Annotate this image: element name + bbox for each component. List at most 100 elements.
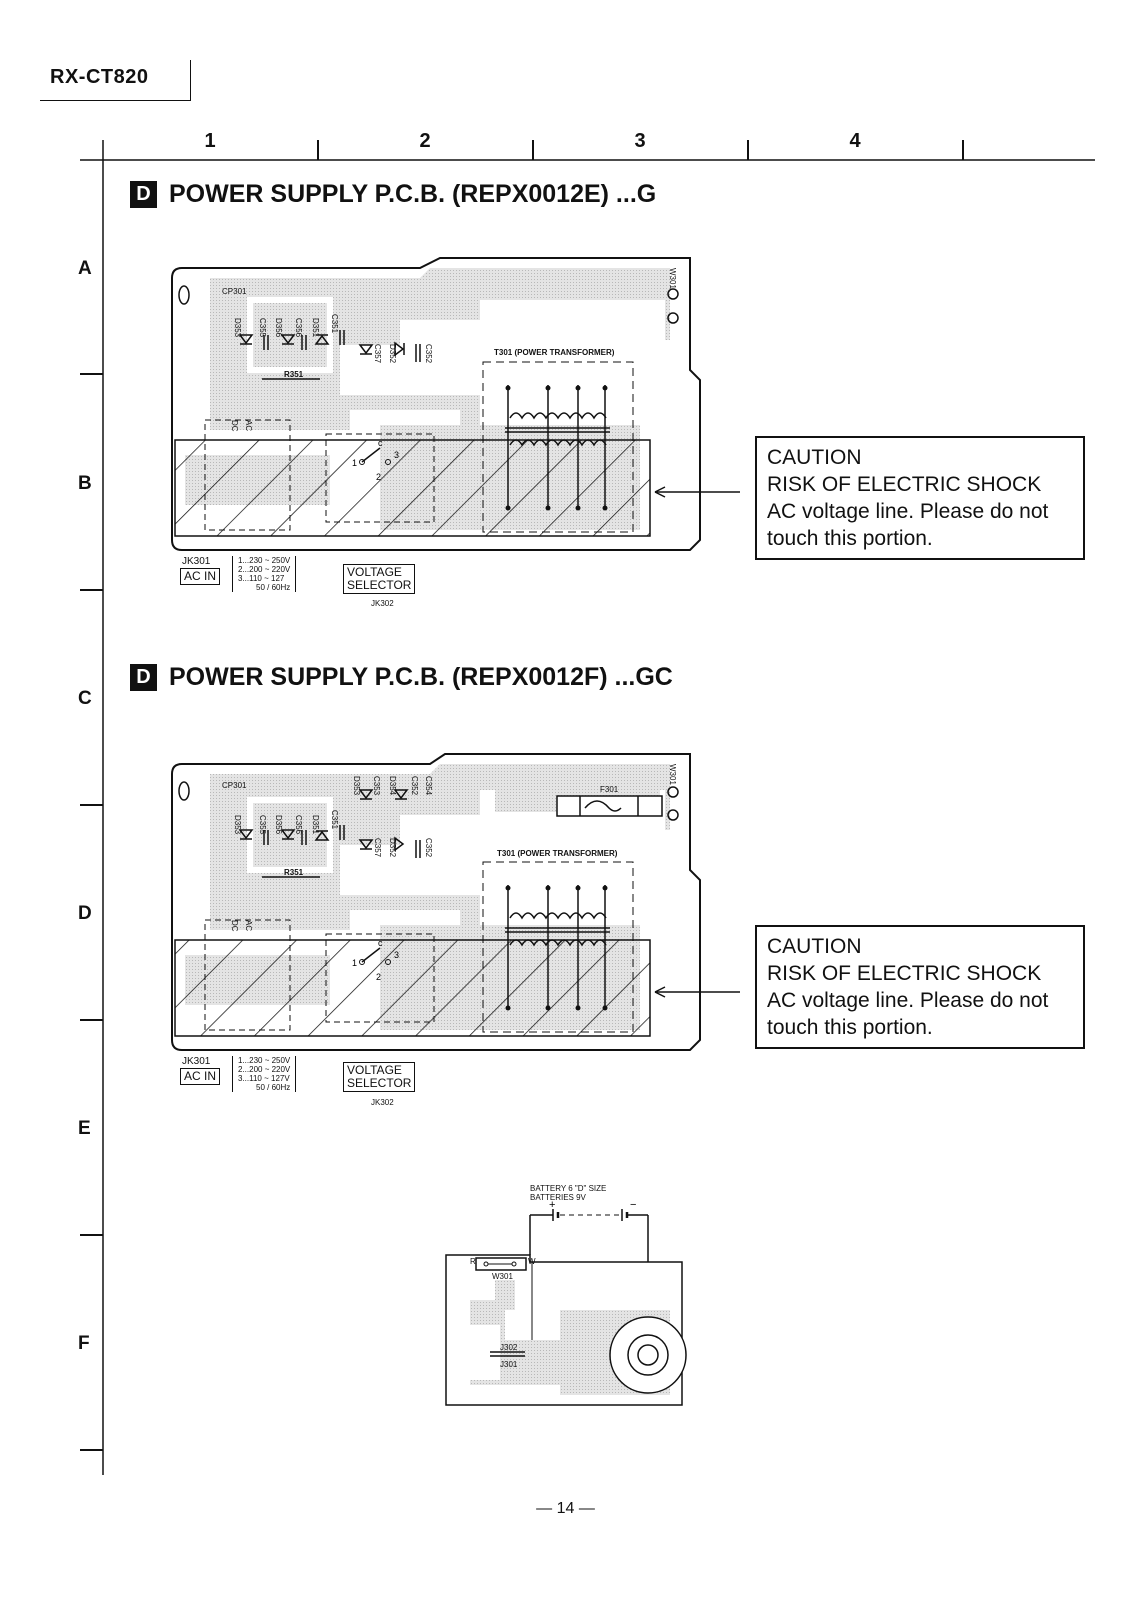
r351-label: R351: [284, 868, 304, 877]
f301-label: F301: [600, 785, 619, 794]
svg-text:2: 2: [376, 472, 381, 482]
ac-label: AC: [244, 420, 253, 432]
component-label: D351: [311, 318, 320, 338]
section-title-text: POWER SUPPLY P.C.B. (REPX0012E) ...G: [169, 180, 657, 208]
caution-line: RISK OF ELECTRIC SHOCK: [767, 473, 1042, 496]
ac-label: AC: [244, 920, 253, 932]
page-number: — 14 —: [536, 1500, 595, 1517]
caution-box-2: CAUTION RISK OF ELECTRIC SHOCK AC voltag…: [755, 925, 1085, 1049]
frequency-label: 50 / 60Hz: [256, 583, 291, 592]
selector-ref: JK302: [371, 1098, 394, 1107]
component-label: C356: [294, 318, 303, 338]
caution-heading: CAUTION: [767, 446, 862, 469]
row-a-label: A: [78, 258, 92, 279]
component-label: C351: [330, 314, 339, 334]
svg-text:3: 3: [394, 450, 399, 460]
r351-label: R351: [284, 370, 304, 379]
model-number: RX-CT820: [50, 66, 149, 88]
component-label: D351: [311, 815, 320, 835]
caution-line: RISK OF ELECTRIC SHOCK: [767, 962, 1042, 985]
voltage-option: 1...230 ~ 250V: [238, 556, 291, 565]
w-terminal-label: W: [528, 1257, 536, 1266]
section-badge: D: [130, 181, 157, 208]
component-label: C352: [410, 776, 419, 796]
ac-in-label: AC IN: [180, 568, 221, 585]
caution-heading: CAUTION: [767, 935, 862, 958]
voltage-selector-line: SELECTOR: [347, 1076, 412, 1090]
column-1-label: 1: [204, 130, 216, 152]
model-box: [40, 60, 191, 101]
component-label: C352: [424, 838, 433, 858]
section-title-1: D POWER SUPPLY P.C.B. (REPX0012E) ...G: [130, 180, 656, 209]
j302-label: J302: [500, 1343, 518, 1352]
dc-label: DC: [230, 420, 239, 432]
caution-line: touch this portion.: [767, 527, 933, 550]
component-label: D356: [274, 318, 283, 338]
row-b-label: B: [78, 473, 92, 494]
voltage-selector-label: VOLTAGE SELECTOR: [343, 564, 416, 594]
component-label: D354: [388, 776, 397, 796]
svg-text:3: 3: [394, 950, 399, 960]
w301-battery-label: W301: [492, 1272, 513, 1281]
jack-ref: JK301: [182, 1056, 211, 1067]
caution-line: AC voltage line. Please do not: [767, 500, 1049, 523]
component-label: C351: [330, 810, 339, 830]
caution-line: AC voltage line. Please do not: [767, 989, 1049, 1012]
section-title-text: POWER SUPPLY P.C.B. (REPX0012F) ...GC: [169, 663, 673, 691]
svg-text:c: c: [378, 938, 383, 948]
component-label: D352: [388, 344, 397, 364]
component-label: C353: [372, 776, 381, 796]
section-title-2: D POWER SUPPLY P.C.B. (REPX0012F) ...GC: [130, 663, 673, 692]
ac-in-label: AC IN: [180, 1068, 221, 1085]
column-3-label: 3: [634, 130, 646, 152]
w301-label: W301: [668, 268, 677, 289]
voltage-selector-label: VOLTAGE SELECTOR: [343, 1062, 416, 1092]
voltage-option: 2...200 ~ 220V: [238, 1065, 291, 1074]
jack-ref: JK301: [182, 556, 211, 567]
voltage-option: 3...110 ~ 127: [238, 574, 285, 583]
component-label: C357: [373, 838, 382, 858]
battery-label: BATTERIES 9V: [530, 1193, 586, 1202]
voltage-selector-line: SELECTOR: [347, 578, 412, 592]
r-terminal-label: R: [470, 1257, 476, 1266]
component-label: D352: [388, 838, 397, 858]
svg-text:c: c: [378, 438, 383, 448]
row-f-label: F: [78, 1333, 90, 1354]
svg-text:1: 1: [352, 458, 357, 468]
j301-label: J301: [500, 1360, 518, 1369]
voltage-option: 2...200 ~ 220V: [238, 565, 291, 574]
svg-text:+: +: [549, 1199, 555, 1211]
battery-label: BATTERY 6 "D" SIZE: [530, 1184, 607, 1193]
component-label: C352: [424, 344, 433, 364]
column-2-label: 2: [419, 130, 431, 152]
component-label: D353: [352, 776, 361, 796]
svg-text:2: 2: [376, 972, 381, 982]
column-4-label: 4: [849, 130, 861, 152]
selector-ref: JK302: [371, 599, 394, 608]
cp301-label: CP301: [222, 781, 247, 790]
row-d-label: D: [78, 903, 92, 924]
dc-label: DC: [230, 920, 239, 932]
w301-label: W301: [668, 764, 677, 785]
row-c-label: C: [78, 688, 92, 709]
component-label: C357: [373, 344, 382, 364]
component-label: D353: [233, 815, 242, 835]
component-label: C356: [294, 815, 303, 835]
component-label: C355: [258, 815, 267, 835]
component-label: D356: [274, 815, 283, 835]
voltage-option: 1...230 ~ 250V: [238, 1056, 291, 1065]
svg-text:−: −: [630, 1199, 636, 1211]
voltage-list: 1...230 ~ 250V 2...200 ~ 220V 3...110 ~ …: [232, 556, 297, 592]
frequency-label: 50 / 60Hz: [256, 1083, 291, 1092]
component-label: C354: [424, 776, 433, 796]
section-badge: D: [130, 664, 157, 691]
voltage-option: 3...110 ~ 127V: [238, 1074, 290, 1083]
row-e-label: E: [78, 1118, 91, 1139]
component-label: C355: [258, 318, 267, 338]
component-label: D353: [233, 318, 242, 338]
transformer-label: T301 (POWER TRANSFORMER): [494, 348, 615, 357]
